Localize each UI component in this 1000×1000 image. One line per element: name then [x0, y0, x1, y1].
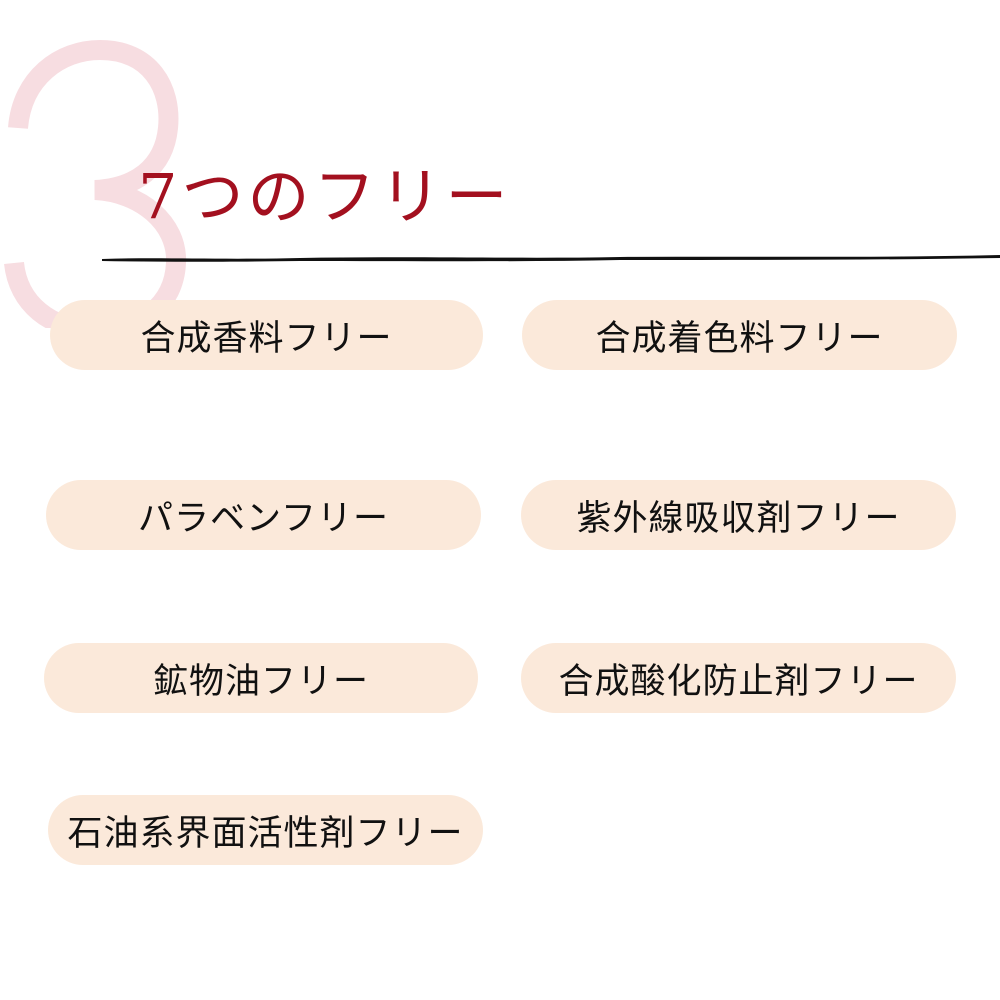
- free-item-label: 合成着色料フリー: [595, 318, 884, 359]
- free-item-synthetic-fragrance: 合成香料フリー: [50, 300, 483, 370]
- free-item-label: 合成酸化防止剤フリー: [558, 661, 919, 702]
- free-item-petroleum-surfactant: 石油系界面活性剤フリー: [48, 795, 483, 865]
- free-item-uv-absorber: 紫外線吸収剤フリー: [521, 480, 956, 550]
- free-item-label: 鉱物油フリー: [152, 661, 369, 702]
- free-item-label: 合成香料フリー: [140, 318, 393, 359]
- section-title: 7つのフリー: [138, 160, 512, 233]
- free-item-label: パラベンフリー: [138, 498, 389, 539]
- free-item-synthetic-antioxidant: 合成酸化防止剤フリー: [521, 643, 956, 713]
- free-item-paraben: パラベンフリー: [46, 480, 481, 550]
- free-item-label: 石油系界面活性剤フリー: [67, 813, 464, 854]
- free-item-label: 紫外線吸収剤フリー: [576, 498, 901, 539]
- free-item-mineral-oil: 鉱物油フリー: [44, 643, 478, 713]
- section-number-three: [4, 39, 187, 328]
- free-item-synthetic-colorant: 合成着色料フリー: [522, 300, 957, 370]
- title-underline-divider: [102, 255, 1000, 262]
